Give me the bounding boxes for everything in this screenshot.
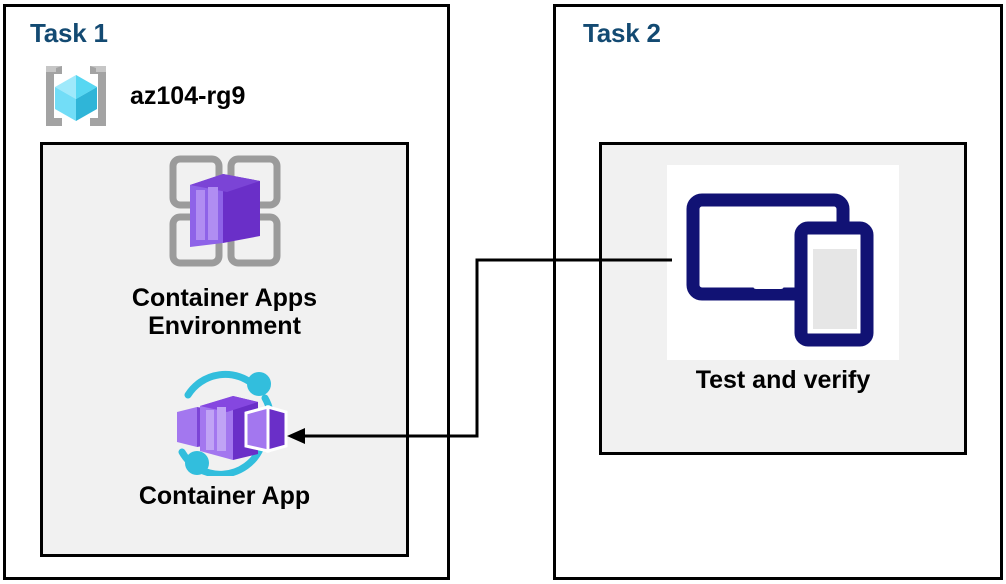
devices-test-icon <box>667 165 899 360</box>
container-app-icon <box>155 368 295 478</box>
azure-resource-group-icon <box>36 60 116 132</box>
resource-container-apps-environment: Container Apps Environment <box>40 150 409 340</box>
task-1-label: Task 1 <box>30 18 108 48</box>
container-apps-environment-label: Container Apps Environment <box>131 284 318 340</box>
container-app-label: Container App <box>138 482 311 510</box>
resource-container-app: Container App <box>40 368 409 510</box>
resource-group-name: az104-rg9 <box>130 81 246 110</box>
resource-group-row: az104-rg9 <box>36 60 245 132</box>
resource-test-and-verify: Test and verify <box>599 165 967 394</box>
task-2-label: Task 2 <box>583 18 661 48</box>
container-apps-environment-icon <box>159 150 291 278</box>
test-and-verify-label: Test and verify <box>695 366 871 394</box>
